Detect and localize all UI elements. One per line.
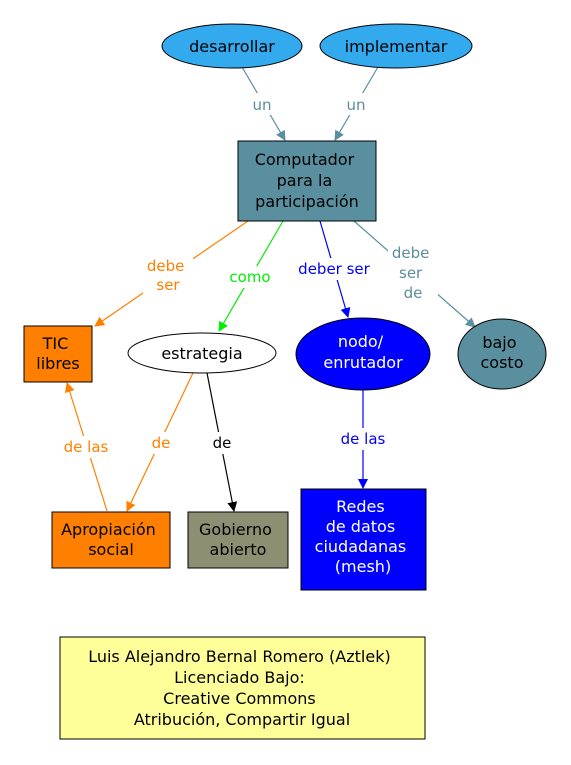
- edge-label-de-las-blue: de las: [332, 428, 394, 450]
- svg-text:Redes de datos ciu: Redes de datos ciudadanas (mesh): [315, 497, 412, 576]
- node-label-line: participación: [255, 192, 359, 211]
- node-nodo-enrutador: nodo/ enrutador: [295, 317, 431, 391]
- node-desarrollar: desarrollar: [161, 23, 303, 69]
- node-label: implementar: [345, 37, 448, 56]
- node-label-line: Gobierno: [199, 520, 272, 539]
- node-apropiacion-social: Apropiación social: [51, 511, 171, 569]
- edge-label-un-right: un: [340, 93, 372, 115]
- node-label-line: TIC: [42, 334, 69, 353]
- node-label-line: bajo: [482, 333, 516, 352]
- svg-text:desarrollar: desarrollar: [189, 37, 275, 56]
- svg-text:de: de: [152, 434, 171, 452]
- node-label-line: social: [88, 540, 134, 559]
- node-label: desarrollar: [189, 37, 275, 56]
- node-label-line: enrutador: [323, 353, 403, 372]
- edge-label-line: debe: [147, 257, 185, 275]
- svg-text:Luis Alejandro Bernal Romero (: Luis Alejandro Bernal Romero (Aztlek) Li…: [88, 647, 396, 729]
- svg-text:Apropiación social: Apropiación social: [61, 520, 161, 559]
- edge-label-line: un: [346, 96, 365, 114]
- edge-label-line: de las: [64, 438, 109, 456]
- node-label-line: ciudadanas: [315, 537, 407, 556]
- svg-text:de: de: [213, 434, 232, 452]
- svg-text:deber ser: deber ser: [298, 260, 370, 278]
- edge-label-de-las-left: de las: [55, 436, 117, 458]
- license-line: Creative Commons: [163, 689, 316, 708]
- edge-label-debe-ser-de: debe ser de: [388, 240, 438, 304]
- node-label-line: nodo/: [338, 332, 384, 351]
- node-label: estrategia: [161, 344, 242, 363]
- node-bajo-costo: bajo costo: [457, 318, 547, 390]
- license-box: Luis Alejandro Bernal Romero (Aztlek) Li…: [59, 636, 426, 740]
- svg-text:de las: de las: [341, 430, 386, 448]
- svg-text:un: un: [252, 96, 271, 114]
- edge-label-line: de: [152, 434, 171, 452]
- node-label-line: Computador: [255, 150, 355, 169]
- svg-text:bajo costo: bajo costo: [481, 333, 524, 372]
- svg-text:Computador para la: Computador para la participación: [255, 150, 360, 211]
- svg-text:de las: de las: [64, 438, 109, 456]
- edge-label-line: de: [404, 284, 423, 302]
- svg-text:un: un: [346, 96, 365, 114]
- svg-text:implementar: implementar: [345, 37, 448, 56]
- svg-text:debe ser: debe ser: [147, 257, 189, 294]
- svg-text:debe ser de: debe ser de: [392, 244, 434, 302]
- node-label-line: abierto: [210, 540, 267, 559]
- node-label-line: (mesh): [335, 557, 391, 576]
- node-computador: Computador para la participación: [237, 140, 377, 222]
- edge-label-como: como: [224, 266, 276, 288]
- node-label-line: Redes: [336, 497, 385, 516]
- edge-label-line: de las: [341, 430, 386, 448]
- node-gobierno-abierto: Gobierno abierto: [187, 511, 289, 569]
- svg-text:Gobierno abierto: Gobierno abierto: [199, 520, 277, 559]
- edge-label-debe-ser: debe ser: [143, 256, 193, 296]
- license-line: Atribución, Compartir Igual: [134, 710, 350, 729]
- node-label-line: para la: [277, 171, 333, 190]
- edge-label-line: de: [213, 434, 232, 452]
- node-label-line: costo: [481, 353, 524, 372]
- license-line: Licenciado Bajo:: [174, 668, 305, 687]
- edge-label-line: deber ser: [298, 260, 370, 278]
- svg-text:estrategia: estrategia: [161, 344, 242, 363]
- edge-label-de-orange: de: [147, 432, 177, 454]
- node-redes-mesh: Redes de datos ciudadanas (mesh): [300, 488, 427, 591]
- node-estrategia: estrategia: [127, 332, 277, 374]
- node-label-line: Apropiación: [61, 520, 156, 539]
- node-label-line: libres: [36, 354, 79, 373]
- node-label-line: de datos: [326, 517, 395, 536]
- edge-label-deber-ser: deber ser: [289, 258, 379, 280]
- node-implementar: implementar: [319, 23, 473, 69]
- svg-text:nodo/ enrutador: nodo/ enrutador: [323, 332, 403, 372]
- edge-label-line: como: [229, 268, 270, 286]
- svg-text:como: como: [229, 268, 270, 286]
- edge-label-line: ser: [156, 276, 180, 294]
- edge-label-line: debe: [392, 244, 430, 262]
- edge-label-de-black: de: [209, 432, 239, 454]
- edge-label-line: un: [252, 96, 271, 114]
- svg-text:TIC libres: TIC libres: [36, 334, 79, 373]
- node-tic-libres: TIC libres: [23, 325, 93, 383]
- edge-label-line: ser: [399, 264, 423, 282]
- edge-label-un-left: un: [246, 93, 278, 115]
- license-line: Luis Alejandro Bernal Romero (Aztlek): [88, 647, 391, 666]
